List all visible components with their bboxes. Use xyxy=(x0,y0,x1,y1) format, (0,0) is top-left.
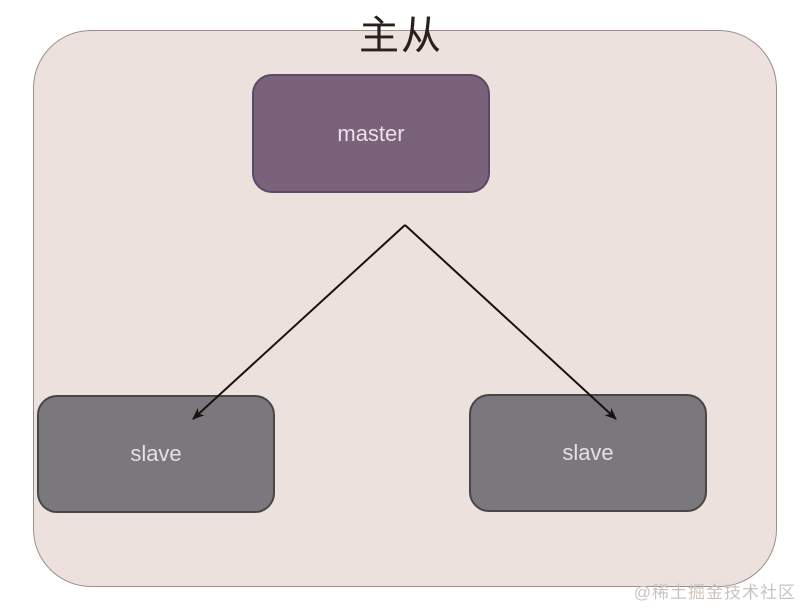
node-master-label: master xyxy=(337,120,405,146)
node-slave-left-label: slave xyxy=(130,441,182,466)
node-master: master xyxy=(252,74,490,193)
diagram-title: 主从 xyxy=(359,14,443,58)
node-slave-right: slave xyxy=(469,394,707,512)
node-slave-left: slave xyxy=(37,395,275,513)
watermark: @稀土掘金技术社区 xyxy=(633,583,796,602)
node-slave-right-label: slave xyxy=(562,440,614,465)
